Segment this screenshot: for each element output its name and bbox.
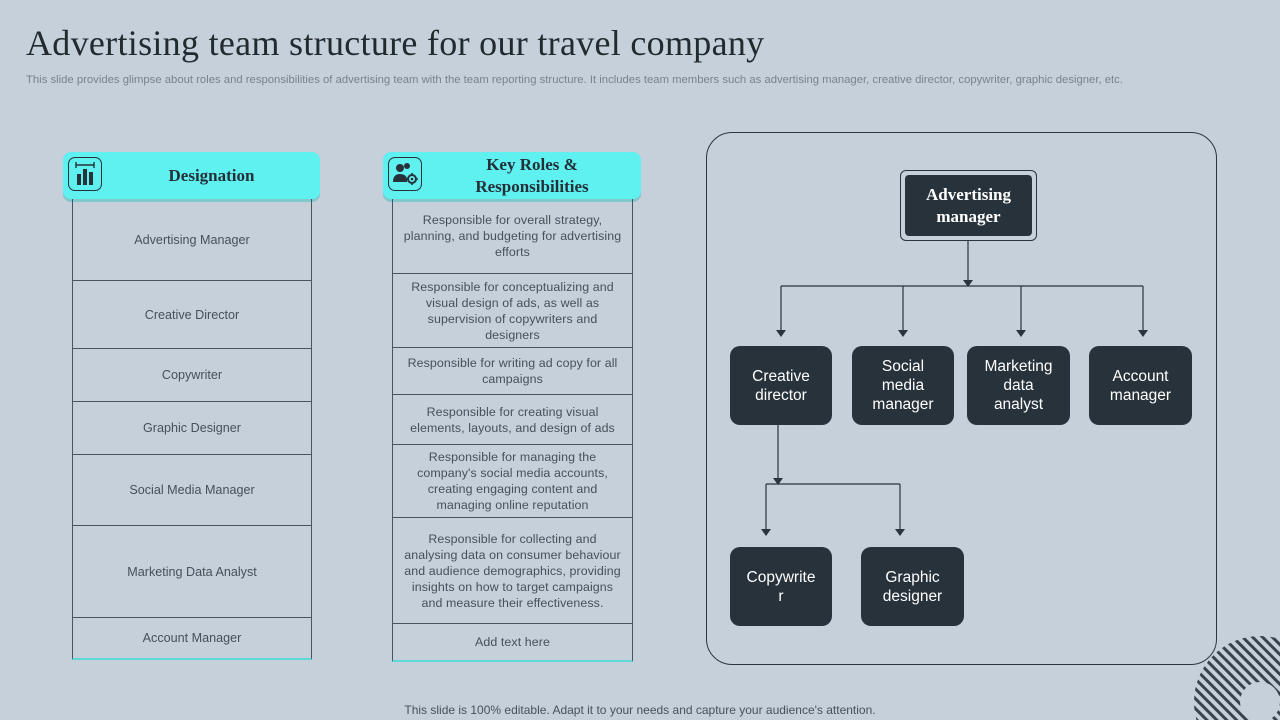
org-node-advertising-manager: Advertising manager	[900, 170, 1037, 241]
table-cell: Copywriter	[73, 349, 311, 402]
decorative-striped-circle	[1190, 636, 1280, 720]
arrow-head	[776, 330, 786, 337]
org-node-graphic-designer: Graphic designer	[861, 547, 964, 626]
org-node-account-manager: Account manager	[1089, 346, 1192, 425]
org-node-copywriter: Copywrite r	[730, 547, 832, 626]
table-cell: Account Manager	[142, 631, 242, 645]
arrow-head	[963, 280, 973, 287]
table-cell: Marketing Data Analyst	[73, 526, 311, 618]
org-node-social-media-manager: Social media manager	[852, 346, 954, 425]
footer-note: This slide is 100% editable. Adapt it to…	[404, 703, 876, 717]
chart-icon	[68, 157, 102, 191]
table-cell: Creative Director	[73, 281, 311, 349]
table-cell: Social Media Manager	[73, 455, 311, 526]
roles-table: Responsible for overall strategy, planni…	[392, 199, 633, 662]
page-title: Advertising team structure for our trave…	[26, 23, 765, 63]
table-cell: Graphic Designer	[73, 402, 311, 455]
table-cell: Responsible for writing ad copy for all …	[393, 348, 632, 395]
table-cell: Add text here	[474, 635, 550, 649]
arrow-head	[895, 529, 905, 536]
org-node-label: Advertising manager	[905, 175, 1032, 236]
roles-header: Key Roles & Responsibilities	[383, 152, 641, 199]
designation-table: Advertising Manager Creative Director Co…	[72, 199, 312, 660]
table-cell: Responsible for creating visual elements…	[393, 395, 632, 445]
roles-header-label: Key Roles & Responsibilities	[475, 154, 589, 196]
page-subtitle: This slide provides glimpse about roles …	[26, 74, 1123, 86]
table-cell: Responsible for managing the company's s…	[393, 445, 632, 518]
arrow-head	[773, 478, 783, 485]
org-chart-panel	[706, 132, 1217, 665]
designation-header: Designation	[63, 152, 320, 199]
designation-header-label: Designation	[168, 165, 255, 185]
arrow-head	[1138, 330, 1148, 337]
arrow-head	[761, 529, 771, 536]
table-cell: Advertising Manager	[73, 199, 311, 281]
arrow-head	[1016, 330, 1026, 337]
table-cell: Responsible for overall strategy, planni…	[393, 199, 632, 274]
team-gear-icon	[388, 157, 422, 191]
org-node-creative-director: Creative director	[730, 346, 832, 425]
arrow-head	[898, 330, 908, 337]
table-cell: Responsible for conceptualizing and visu…	[393, 274, 632, 348]
table-cell: Responsible for collecting and analysing…	[393, 518, 632, 624]
org-node-marketing-data-analyst: Marketing data analyst	[967, 346, 1070, 425]
